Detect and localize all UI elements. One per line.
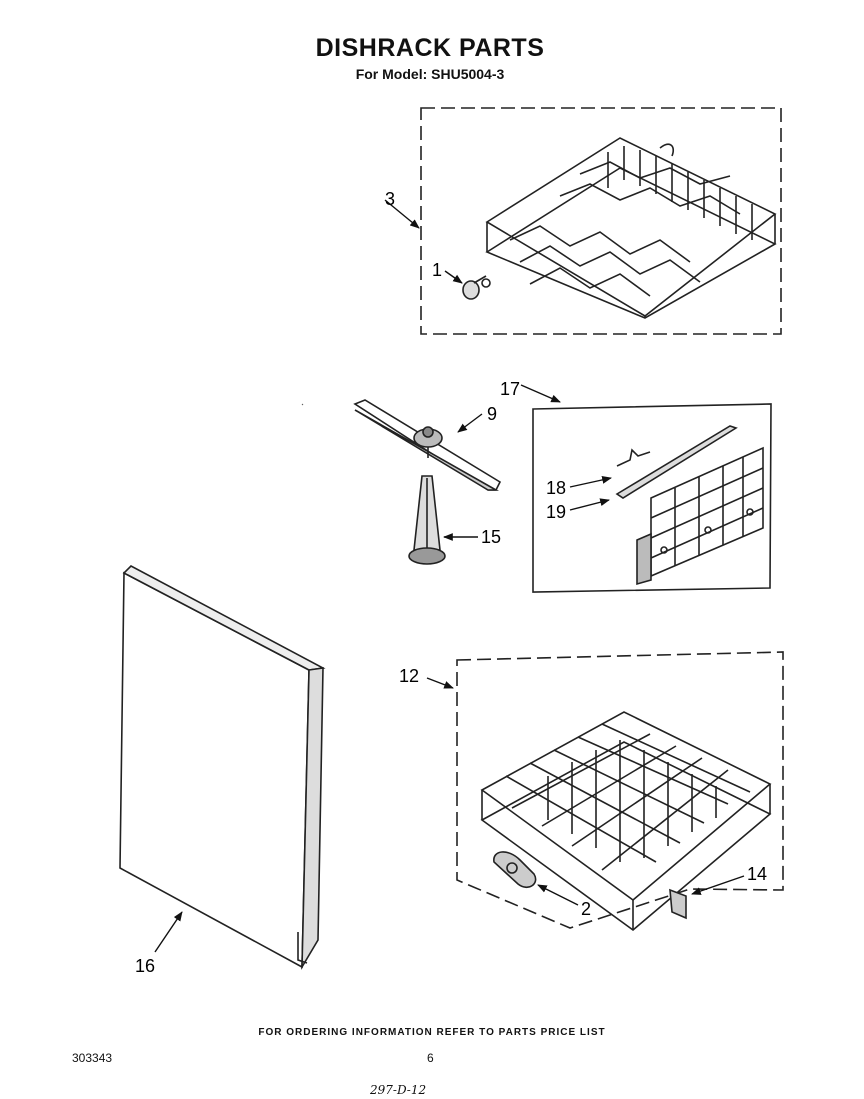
callout-15: 15 [481, 527, 501, 547]
upper-rack-group: 3 1 [384, 107, 782, 335]
model-subtitle: For Model: SHU5004-3 [355, 66, 505, 82]
basket-group: 17 18 19 [500, 379, 772, 593]
document-number: 303343 [72, 1051, 113, 1065]
rack-roller-part-2 [493, 851, 537, 889]
callout-9: 9 [487, 404, 497, 424]
upper-dishrack-drawing [485, 137, 777, 319]
handwritten-code: 297-D-12 [370, 1083, 427, 1097]
rack-clip-part-14 [669, 888, 687, 920]
ordering-info-note: FOR ORDERING INFORMATION REFER TO PARTS … [258, 1027, 606, 1038]
panel-group: 16 [119, 565, 326, 976]
silverware-basket-drawing [615, 425, 764, 586]
callout-1: 1 [432, 260, 442, 280]
callout-17: 17 [500, 379, 520, 399]
rack-roller-part-1 [462, 275, 491, 300]
callout-2: 2 [581, 899, 591, 919]
door-panel-drawing [119, 565, 326, 971]
callout-12: 12 [399, 666, 419, 686]
lower-dishrack-drawing [480, 711, 772, 932]
callout-16: 16 [135, 956, 155, 976]
page-number: 6 [427, 1051, 434, 1065]
page-title: DISHRACK PARTS [315, 34, 545, 62]
callout-14: 14 [747, 864, 767, 884]
spray-arm-drawing [353, 399, 502, 491]
spray-arm-group [353, 399, 502, 565]
spray-tube-drawing [408, 475, 446, 565]
lower-rack-group: 12 2 14 [399, 651, 784, 932]
callout-18: 18 [546, 478, 566, 498]
callout-19: 19 [546, 502, 566, 522]
callout-3: 3 [385, 189, 395, 209]
